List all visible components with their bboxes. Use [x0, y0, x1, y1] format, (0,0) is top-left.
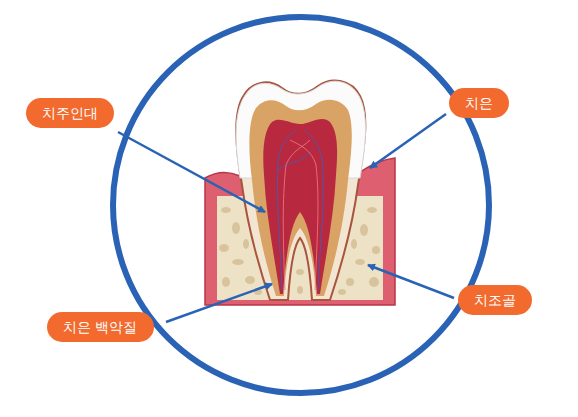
- pulp: [263, 119, 337, 294]
- vessels: [283, 140, 318, 290]
- leader-lines: [118, 114, 454, 322]
- label-pill: 치은: [449, 88, 509, 118]
- label-text: 치조골: [474, 292, 516, 309]
- label-pill: 치주인대: [26, 98, 114, 128]
- dentin: [249, 100, 351, 296]
- label-text: 치주인대: [42, 105, 98, 122]
- tooth-root-outline: [236, 81, 365, 300]
- frame-circle: [113, 17, 489, 393]
- label-text: 치은: [465, 95, 493, 112]
- nerves: [277, 130, 323, 290]
- label-pill: 치은 백악질: [47, 312, 154, 342]
- label-pill: 치조골: [458, 285, 532, 315]
- label-text: 치은 백악질: [63, 319, 137, 336]
